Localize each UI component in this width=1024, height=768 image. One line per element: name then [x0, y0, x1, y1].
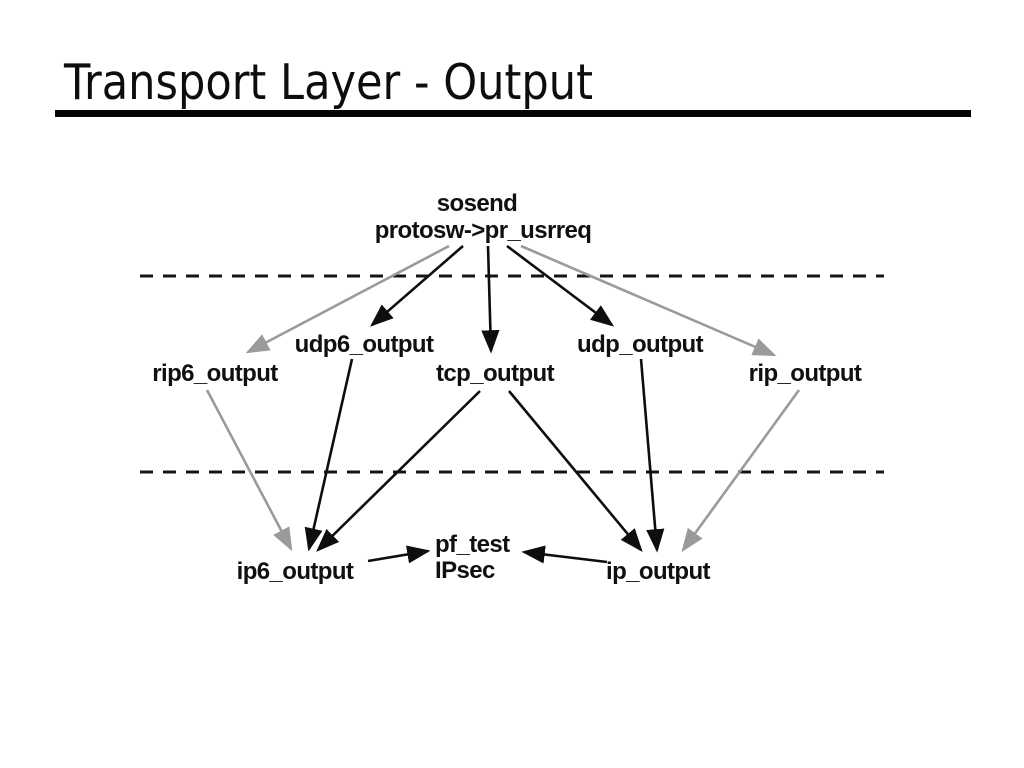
edge-tcp-output-to-ip6-output [316, 390, 481, 552]
edge-rip6-output-to-ip6-output [205, 389, 293, 552]
node-ip-output: ip_output [606, 558, 711, 585]
edge-pr-usrreq-to-udp-output [506, 244, 615, 327]
page-title: Transport Layer - Output [64, 54, 594, 111]
edge-udp6-output-to-ip6-output [304, 358, 354, 552]
node-rip6-output: rip6_output [152, 360, 278, 387]
edge-udp-output-to-ip-output [639, 358, 665, 553]
edge-pr-usrreq-to-udp6-output [370, 245, 464, 327]
node-ip6-output: ip6_output [236, 558, 354, 585]
node-tcp-output: tcp_output [436, 360, 555, 387]
node-udp-output: udp_output [577, 331, 704, 358]
edge-tcp-output-to-ip-output [507, 390, 643, 553]
edge-ip-output-to-pf-test [521, 545, 608, 564]
node-udp6-output: udp6_output [294, 331, 434, 358]
edge-ip6-output-to-pf-test [367, 545, 431, 564]
node-rip-output: rip_output [748, 360, 862, 387]
edge-pr-usrreq-to-rip6-output [245, 244, 450, 354]
node-ipsec: IPsec [435, 557, 495, 584]
node-pr-usrreq: protosw->pr_usrreq [374, 217, 592, 244]
node-pf-test: pf_test [435, 531, 510, 558]
edge-pr-usrreq-to-rip-output [520, 244, 777, 357]
edge-pr-usrreq-to-tcp-output [481, 245, 500, 354]
title-underline-rule [55, 110, 971, 117]
edge-rip-output-to-ip-output [681, 389, 801, 553]
node-sosend: sosend [436, 190, 518, 217]
